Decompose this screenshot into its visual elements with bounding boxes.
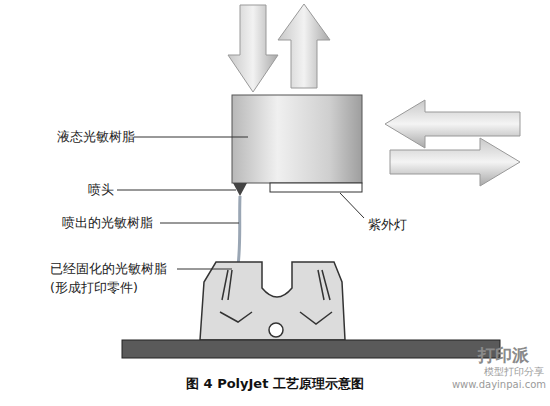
print-head <box>232 95 362 183</box>
part-label: (形成打印零件) <box>50 280 138 295</box>
watermark: 打印派 <box>478 345 529 365</box>
right-arrow <box>390 138 520 186</box>
up-arrow <box>278 4 330 88</box>
part-label: 液态光敏树脂 <box>57 129 135 144</box>
uv-lamp <box>270 183 362 192</box>
part-detail <box>220 270 332 324</box>
part-label: 已经固化的光敏树脂 <box>50 261 167 276</box>
part-label: 喷出的光敏树脂 <box>62 215 153 230</box>
printed-part <box>200 262 345 340</box>
resin-stream <box>238 196 240 266</box>
part-label: 喷头 <box>88 182 114 197</box>
left-arrow <box>385 100 520 148</box>
watermark: 模型打印分享 <box>484 366 544 378</box>
watermark: www.dayinpai.com <box>452 379 546 391</box>
part-label: 紫外灯 <box>368 217 407 232</box>
down-arrow <box>228 5 278 92</box>
leader-lines <box>117 137 364 269</box>
build-plate <box>122 340 500 358</box>
part-hole <box>269 323 283 337</box>
caption: 图 4 PolyJet 工艺原理示意图 <box>186 376 364 392</box>
